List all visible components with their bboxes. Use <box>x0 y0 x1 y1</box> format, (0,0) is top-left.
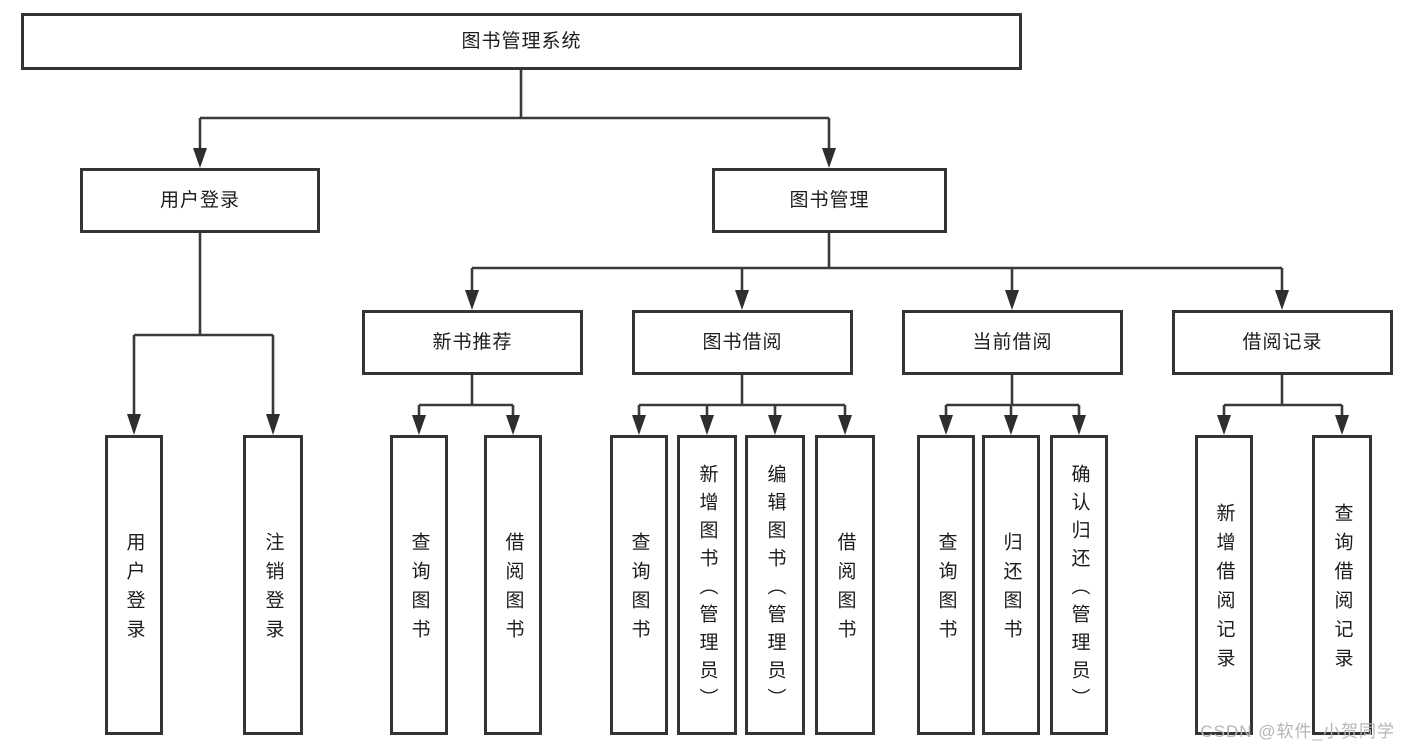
arrow-down-icon <box>465 290 479 310</box>
node-borrow-record: 借阅记录 <box>1172 310 1393 375</box>
node-book-borrow: 图书借阅 <box>632 310 853 375</box>
node-leaf-add-borrow-record: 新增借阅记录 <box>1195 435 1253 735</box>
node-new-book-recommend: 新书推荐 <box>362 310 583 375</box>
node-leaf-user-login: 用户登录 <box>105 435 163 735</box>
arrow-down-icon <box>412 415 426 435</box>
arrow-down-icon <box>1217 415 1231 435</box>
arrow-down-icon <box>1072 415 1086 435</box>
node-leaf-logout: 注销登录 <box>243 435 303 735</box>
arrow-down-icon <box>768 415 782 435</box>
node-library-management-system: 图书管理系统 <box>21 13 1022 70</box>
arrow-down-icon <box>506 415 520 435</box>
node-leaf-query-book-3: 查询图书 <box>917 435 975 735</box>
arrow-down-icon <box>700 415 714 435</box>
arrow-down-icon <box>127 414 141 435</box>
arrow-down-icon <box>1335 415 1349 435</box>
arrow-down-icon <box>822 148 836 168</box>
node-leaf-query-book-1: 查询图书 <box>390 435 448 735</box>
arrow-down-icon <box>1005 290 1019 310</box>
arrow-down-icon <box>1004 415 1018 435</box>
node-leaf-add-book-admin: 新增图书（管理员） <box>677 435 737 735</box>
node-leaf-return-book: 归还图书 <box>982 435 1040 735</box>
arrow-down-icon <box>1275 290 1289 310</box>
arrow-down-icon <box>838 415 852 435</box>
node-leaf-query-borrow-record: 查询借阅记录 <box>1312 435 1372 735</box>
node-leaf-edit-book-admin: 编辑图书（管理员） <box>745 435 805 735</box>
node-leaf-query-book-2: 查询图书 <box>610 435 668 735</box>
arrow-down-icon <box>266 414 280 435</box>
arrowheads <box>127 148 1349 435</box>
node-user-login: 用户登录 <box>80 168 320 233</box>
arrow-down-icon <box>735 290 749 310</box>
node-book-management: 图书管理 <box>712 168 947 233</box>
arrow-down-icon <box>193 148 207 168</box>
arrow-down-icon <box>939 415 953 435</box>
node-leaf-confirm-return-admin: 确认归还（管理员） <box>1050 435 1108 735</box>
node-leaf-borrow-book-2: 借阅图书 <box>815 435 875 735</box>
arrow-down-icon <box>632 415 646 435</box>
csdn-watermark: CSDN @软件_小贺同学 <box>1200 722 1395 741</box>
node-current-borrow: 当前借阅 <box>902 310 1123 375</box>
node-leaf-borrow-book-1: 借阅图书 <box>484 435 542 735</box>
